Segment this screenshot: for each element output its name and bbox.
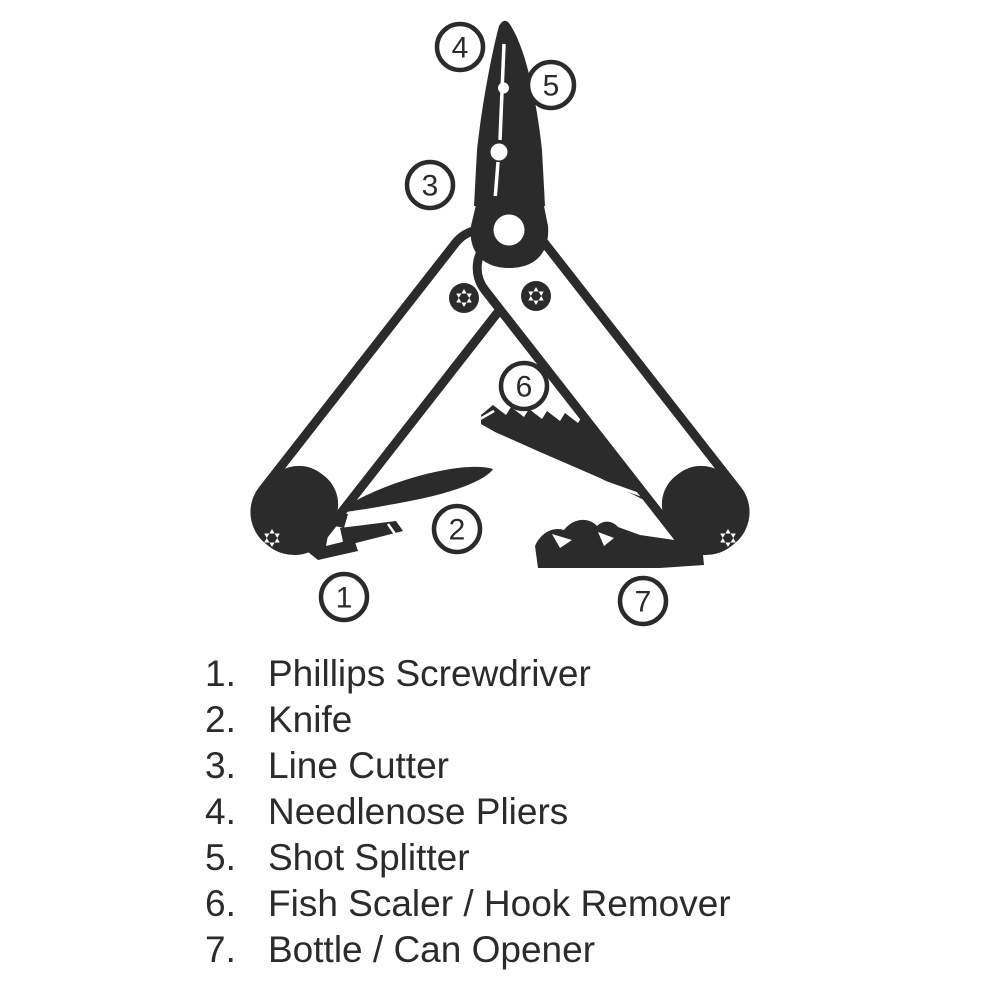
legend-item-number: 4.: [205, 791, 236, 832]
legend-item: 6. Fish Scaler / Hook Remover: [205, 881, 731, 927]
pliers-pivot: [470, 196, 549, 268]
legend: 1. Phillips Screwdriver 2. Knife 3. Line…: [205, 651, 731, 973]
shot-splitter-hole: [498, 82, 509, 94]
svg-text:6: 6: [516, 371, 533, 404]
legend-item-label: Fish Scaler / Hook Remover: [268, 883, 731, 924]
legend-item: 1. Phillips Screwdriver: [205, 651, 731, 697]
legend-item-label: Line Cutter: [268, 745, 449, 786]
legend-item: 2. Knife: [205, 697, 731, 743]
legend-item: 3. Line Cutter: [205, 743, 731, 789]
svg-text:2: 2: [449, 514, 466, 547]
legend-item-number: 2.: [205, 699, 236, 740]
svg-text:7: 7: [635, 586, 652, 619]
bottle-can-opener: [535, 519, 704, 568]
legend-item-label: Bottle / Can Opener: [268, 929, 596, 970]
line-cutter-hole: [490, 143, 508, 161]
right-handle: [472, 224, 750, 556]
callout-6: 6: [498, 360, 550, 412]
svg-text:5: 5: [543, 70, 560, 103]
svg-text:1: 1: [336, 582, 353, 615]
callout-3: 3: [404, 159, 456, 211]
legend-item-label: Phillips Screwdriver: [268, 653, 591, 694]
svg-text:3: 3: [422, 170, 439, 203]
legend-item-number: 7.: [205, 929, 236, 970]
legend-item-label: Knife: [268, 699, 353, 740]
legend-item: 4. Needlenose Pliers: [205, 789, 731, 835]
legend-item: 7. Bottle / Can Opener: [205, 927, 731, 973]
legend-item: 5. Shot Splitter: [205, 835, 731, 881]
right-handle-screw-icon: [521, 281, 551, 311]
callout-7: 7: [617, 575, 669, 627]
legend-item-number: 5.: [205, 837, 236, 878]
legend-item-label: Needlenose Pliers: [268, 791, 569, 832]
legend-item-number: 6.: [205, 883, 236, 924]
callout-2: 2: [431, 503, 483, 555]
callout-4: 4: [434, 21, 486, 73]
legend-item-number: 1.: [205, 653, 236, 694]
callout-1: 1: [318, 571, 370, 623]
multitool-illustration: 1 2 3 4 5 6 7: [250, 20, 750, 627]
svg-text:4: 4: [452, 32, 469, 65]
legend-item-number: 3.: [205, 745, 236, 786]
needlenose-pliers-jaws: [474, 20, 545, 206]
knife-blade: [337, 466, 493, 513]
callout-5: 5: [525, 59, 577, 111]
left-handle-screw-icon: [449, 283, 479, 313]
legend-item-label: Shot Splitter: [268, 837, 470, 878]
